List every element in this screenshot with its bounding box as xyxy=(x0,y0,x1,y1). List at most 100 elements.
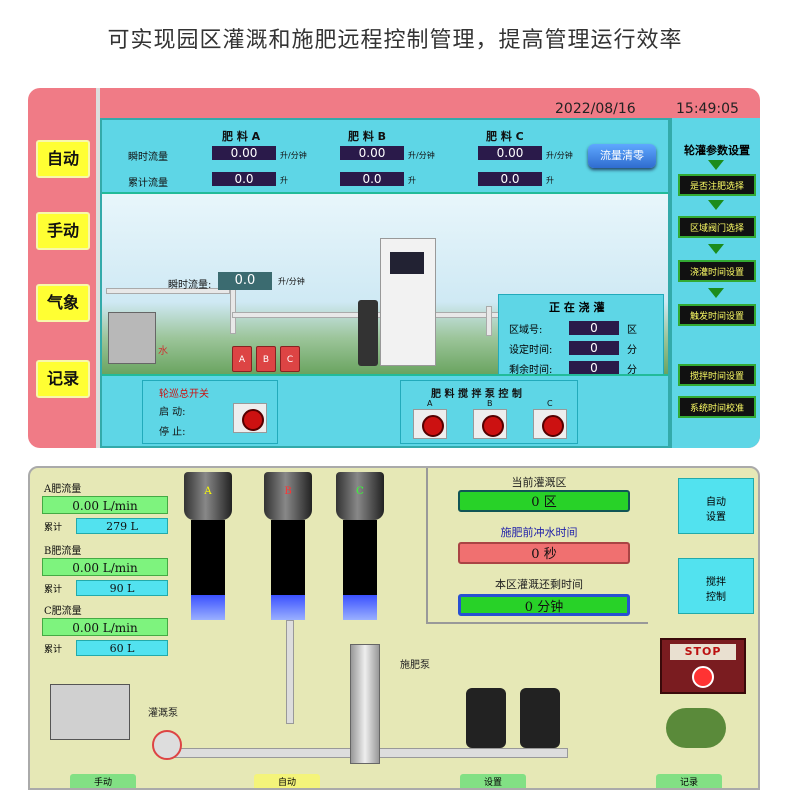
records-button[interactable]: 记录 xyxy=(36,360,90,398)
manual-mode-button[interactable]: 手动 xyxy=(36,212,90,250)
flow-reset-button[interactable]: 流量清零 xyxy=(588,144,656,168)
mixer-title: 肥 料 搅 拌 泵 控 制 xyxy=(431,389,522,400)
zone-status-box: 当前灌溉区 0 区 施肥前冲水时间 0 秒 本区灌溉还剩时间 0 分钟 xyxy=(426,468,648,624)
date-display: 2022/08/16 xyxy=(555,101,636,117)
fert-pipe xyxy=(286,620,294,724)
mixer-c-switch[interactable] xyxy=(533,409,567,439)
fertilize-select-button[interactable]: 是否注肥选择 xyxy=(678,174,756,196)
fert-c-cum-value: 60 L xyxy=(76,640,168,656)
irrigation-time-button[interactable]: 浇灌时间设置 xyxy=(678,260,756,282)
nav-settings-button[interactable]: 设置 xyxy=(460,774,526,788)
fert-a-instant-unit: 升/分钟 xyxy=(280,151,307,160)
current-zone-value: 0 区 xyxy=(458,490,630,512)
fert-c-heading: 肥 料 C xyxy=(486,130,524,143)
fertilizer-flow-list: A肥流量 0.00 L/min 累计 279 L B肥流量 0.00 L/min… xyxy=(36,474,170,658)
fertilizer-flow-box: 肥 料 A 肥 料 B 肥 料 C 瞬时流量 累计流量 0.00 升/分钟 0.… xyxy=(102,120,668,194)
branch-pipe xyxy=(486,306,492,336)
top-hmi-panel: 2022/08/16 15:49:05 自动 手动 气象 记录 肥 料 A 肥 … xyxy=(28,88,760,448)
remain-time-unit: 分 xyxy=(627,365,637,376)
fert-c-flow-label: C肥流量 xyxy=(44,606,82,617)
fert-c-instant-unit: 升/分钟 xyxy=(546,151,573,160)
fert-pump-label: 施肥泵 xyxy=(400,660,430,671)
cabinet-screen-icon xyxy=(390,252,424,274)
irrigation-pump-label: 灌溉泵 xyxy=(148,708,178,719)
weather-button[interactable]: 气象 xyxy=(36,284,90,322)
fert-a-flow-label: A肥流量 xyxy=(44,484,82,495)
water-label: 水 xyxy=(158,346,168,357)
cumulative-flow-label: 累计流量 xyxy=(128,178,168,189)
fert-b-instant-value: 0.00 xyxy=(340,146,404,160)
fert-b-instant-unit: 升/分钟 xyxy=(408,151,435,160)
fert-b-heading: 肥 料 B xyxy=(348,130,387,143)
instant-flow-label: 瞬时流量 xyxy=(128,152,168,163)
arrow-down-icon xyxy=(708,160,724,170)
fert-a-flow-value: 0.00 L/min xyxy=(42,496,168,514)
mixer-b-switch[interactable] xyxy=(473,409,507,439)
fert-a-cum-value: 279 L xyxy=(76,518,168,534)
master-switch-title: 轮巡总开关 xyxy=(159,389,209,400)
mix-control-button[interactable]: 搅拌 控制 xyxy=(678,558,754,614)
system-time-button[interactable]: 系统时间校准 xyxy=(678,396,756,418)
arrow-down-icon xyxy=(708,288,724,298)
scene-flow-unit: 升/分钟 xyxy=(278,277,305,286)
pump-icon xyxy=(358,300,378,366)
fert-a-cumulative-value: 0.0 xyxy=(212,172,276,186)
flush-time-label: 施肥前冲水时间 xyxy=(500,526,578,539)
fert-b-flow-value: 0.00 L/min xyxy=(42,558,168,576)
mixer-a-label: A xyxy=(427,399,433,408)
set-time-value: 0 xyxy=(569,341,619,355)
time-display: 15:49:05 xyxy=(676,101,739,117)
water-tank-icon xyxy=(108,312,156,364)
inlet-pipe xyxy=(106,288,230,294)
water-tank-icon xyxy=(50,684,130,740)
mixer-b-label: B xyxy=(487,399,493,408)
fert-a-heading: 肥 料 A xyxy=(222,130,261,143)
remain-time-value: 0 xyxy=(569,361,619,375)
fert-a-cum-label: 累计 xyxy=(44,523,63,533)
nav-auto-button[interactable]: 自动 xyxy=(254,774,320,788)
stop-button[interactable] xyxy=(692,666,714,688)
main-display: 肥 料 A 肥 料 B 肥 料 C 瞬时流量 累计流量 0.00 升/分钟 0.… xyxy=(100,118,670,448)
zone-label: 区域号: xyxy=(509,325,543,336)
zone-valve-select-button[interactable]: 区域阀门选择 xyxy=(678,216,756,238)
fert-b-flow-label: B肥流量 xyxy=(44,546,82,557)
arrow-down-icon xyxy=(708,200,724,210)
tank-b: B xyxy=(256,346,276,372)
mixer-c-label: C xyxy=(547,399,553,408)
drum-c-level xyxy=(343,520,377,620)
fert-c-instant-value: 0.00 xyxy=(478,146,542,160)
trigger-time-button[interactable]: 触发时间设置 xyxy=(678,304,756,326)
filter-icon xyxy=(466,688,506,748)
auto-setting-button[interactable]: 自动 设置 xyxy=(678,478,754,534)
stop-label: STOP xyxy=(670,644,736,660)
mixer-a-switch[interactable] xyxy=(413,409,447,439)
filter-icon xyxy=(520,688,560,748)
auto-mode-button[interactable]: 自动 xyxy=(36,140,90,178)
nav-manual-button[interactable]: 手动 xyxy=(70,774,136,788)
fertilizer-drum-b: B xyxy=(264,472,312,520)
fert-c-cumulative-value: 0.0 xyxy=(478,172,542,186)
drum-a-level-fill xyxy=(191,595,225,620)
bottom-hmi-panel: A肥流量 0.00 L/min 累计 279 L B肥流量 0.00 L/min… xyxy=(28,466,760,790)
drum-b-level-fill xyxy=(271,595,305,620)
remain-time-label: 剩余时间: xyxy=(509,365,553,376)
fertilizer-drum-c: C xyxy=(336,472,384,520)
drum-a-level xyxy=(191,520,225,620)
irrigating-status-box: 正 在 浇 灌 区域号: 0 区 设定时间: 0 分 剩余时间: 0 分 xyxy=(498,294,664,378)
side-divider xyxy=(96,88,100,448)
master-switch-box: 轮巡总开关 启 动: 停 止: xyxy=(142,380,278,444)
master-switch[interactable] xyxy=(233,403,267,433)
zone-value: 0 xyxy=(569,321,619,335)
fert-c-cumulative-unit: 升 xyxy=(546,176,554,185)
nav-records-button[interactable]: 记录 xyxy=(656,774,722,788)
inlet-pipe-vertical xyxy=(230,288,236,334)
tank-c: C xyxy=(280,346,300,372)
tank-a: A xyxy=(232,346,252,372)
scene-flow-label: 瞬时流量: xyxy=(168,280,212,291)
fert-b-cum-value: 90 L xyxy=(76,580,168,596)
page-heading: 可实现园区灌溉和施肥远程控制管理，提高管理运行效率 xyxy=(107,28,683,53)
mixing-time-button[interactable]: 搅拌时间设置 xyxy=(678,364,756,386)
zone-remain-label: 本区灌溉还剩时间 xyxy=(495,578,583,591)
current-zone-label: 当前灌溉区 xyxy=(511,476,567,489)
fert-c-flow-value: 0.00 L/min xyxy=(42,618,168,636)
